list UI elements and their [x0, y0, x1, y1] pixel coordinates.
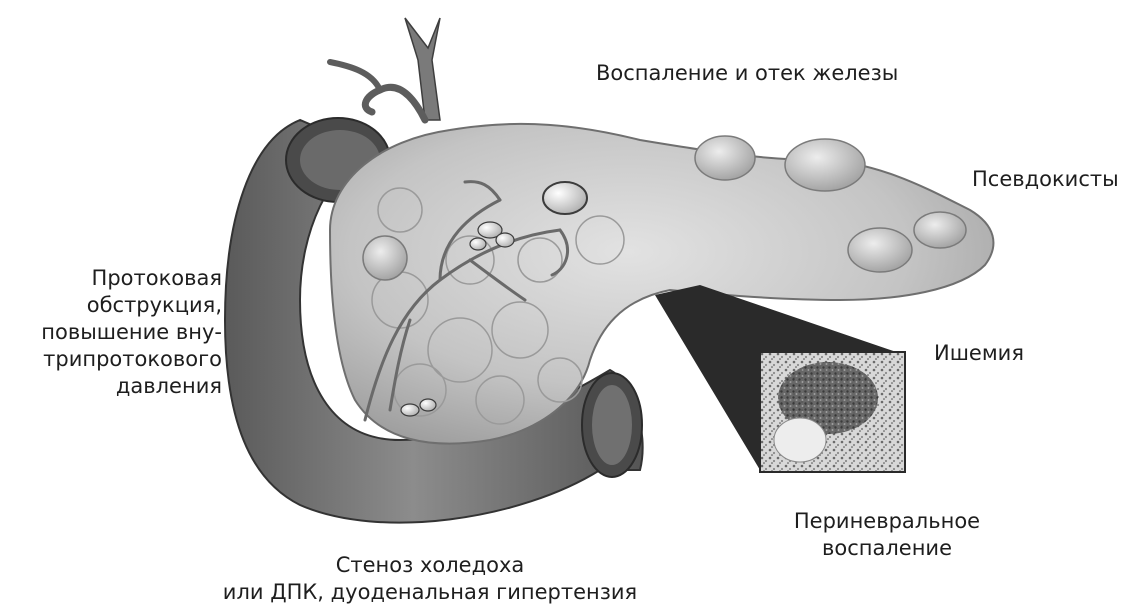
label-ductal-obstruction-line: давления	[20, 373, 222, 400]
label-ductal-obstruction-line: повышение вну-	[20, 319, 222, 346]
label-pseudocysts: Псевдокисты	[972, 166, 1119, 193]
label-stenosis: Стеноз холедоха или ДПК, дуоденальная ги…	[200, 552, 660, 606]
label-ischemia: Ишемия	[934, 340, 1024, 367]
label-perineural-line: Периневральное	[772, 508, 1002, 535]
label-ductal-obstruction-line: Протоковая	[20, 265, 222, 292]
label-ductal-obstruction-line: трипротокового	[20, 346, 222, 373]
label-perineural-inflammation: Периневральное воспаление	[772, 508, 1002, 562]
histology-callout	[655, 285, 905, 472]
label-stenosis-line: или ДПК, дуоденальная гипертензия	[200, 579, 660, 606]
label-stenosis-line: Стеноз холедоха	[200, 552, 660, 579]
label-ductal-obstruction: Протоковая обструкция, повышение вну- тр…	[20, 265, 222, 400]
label-inflammation: Воспаление и отек железы	[596, 60, 898, 87]
vessels	[330, 18, 440, 120]
label-ductal-obstruction-line: обструкция,	[20, 292, 222, 319]
label-perineural-line: воспаление	[772, 535, 1002, 562]
